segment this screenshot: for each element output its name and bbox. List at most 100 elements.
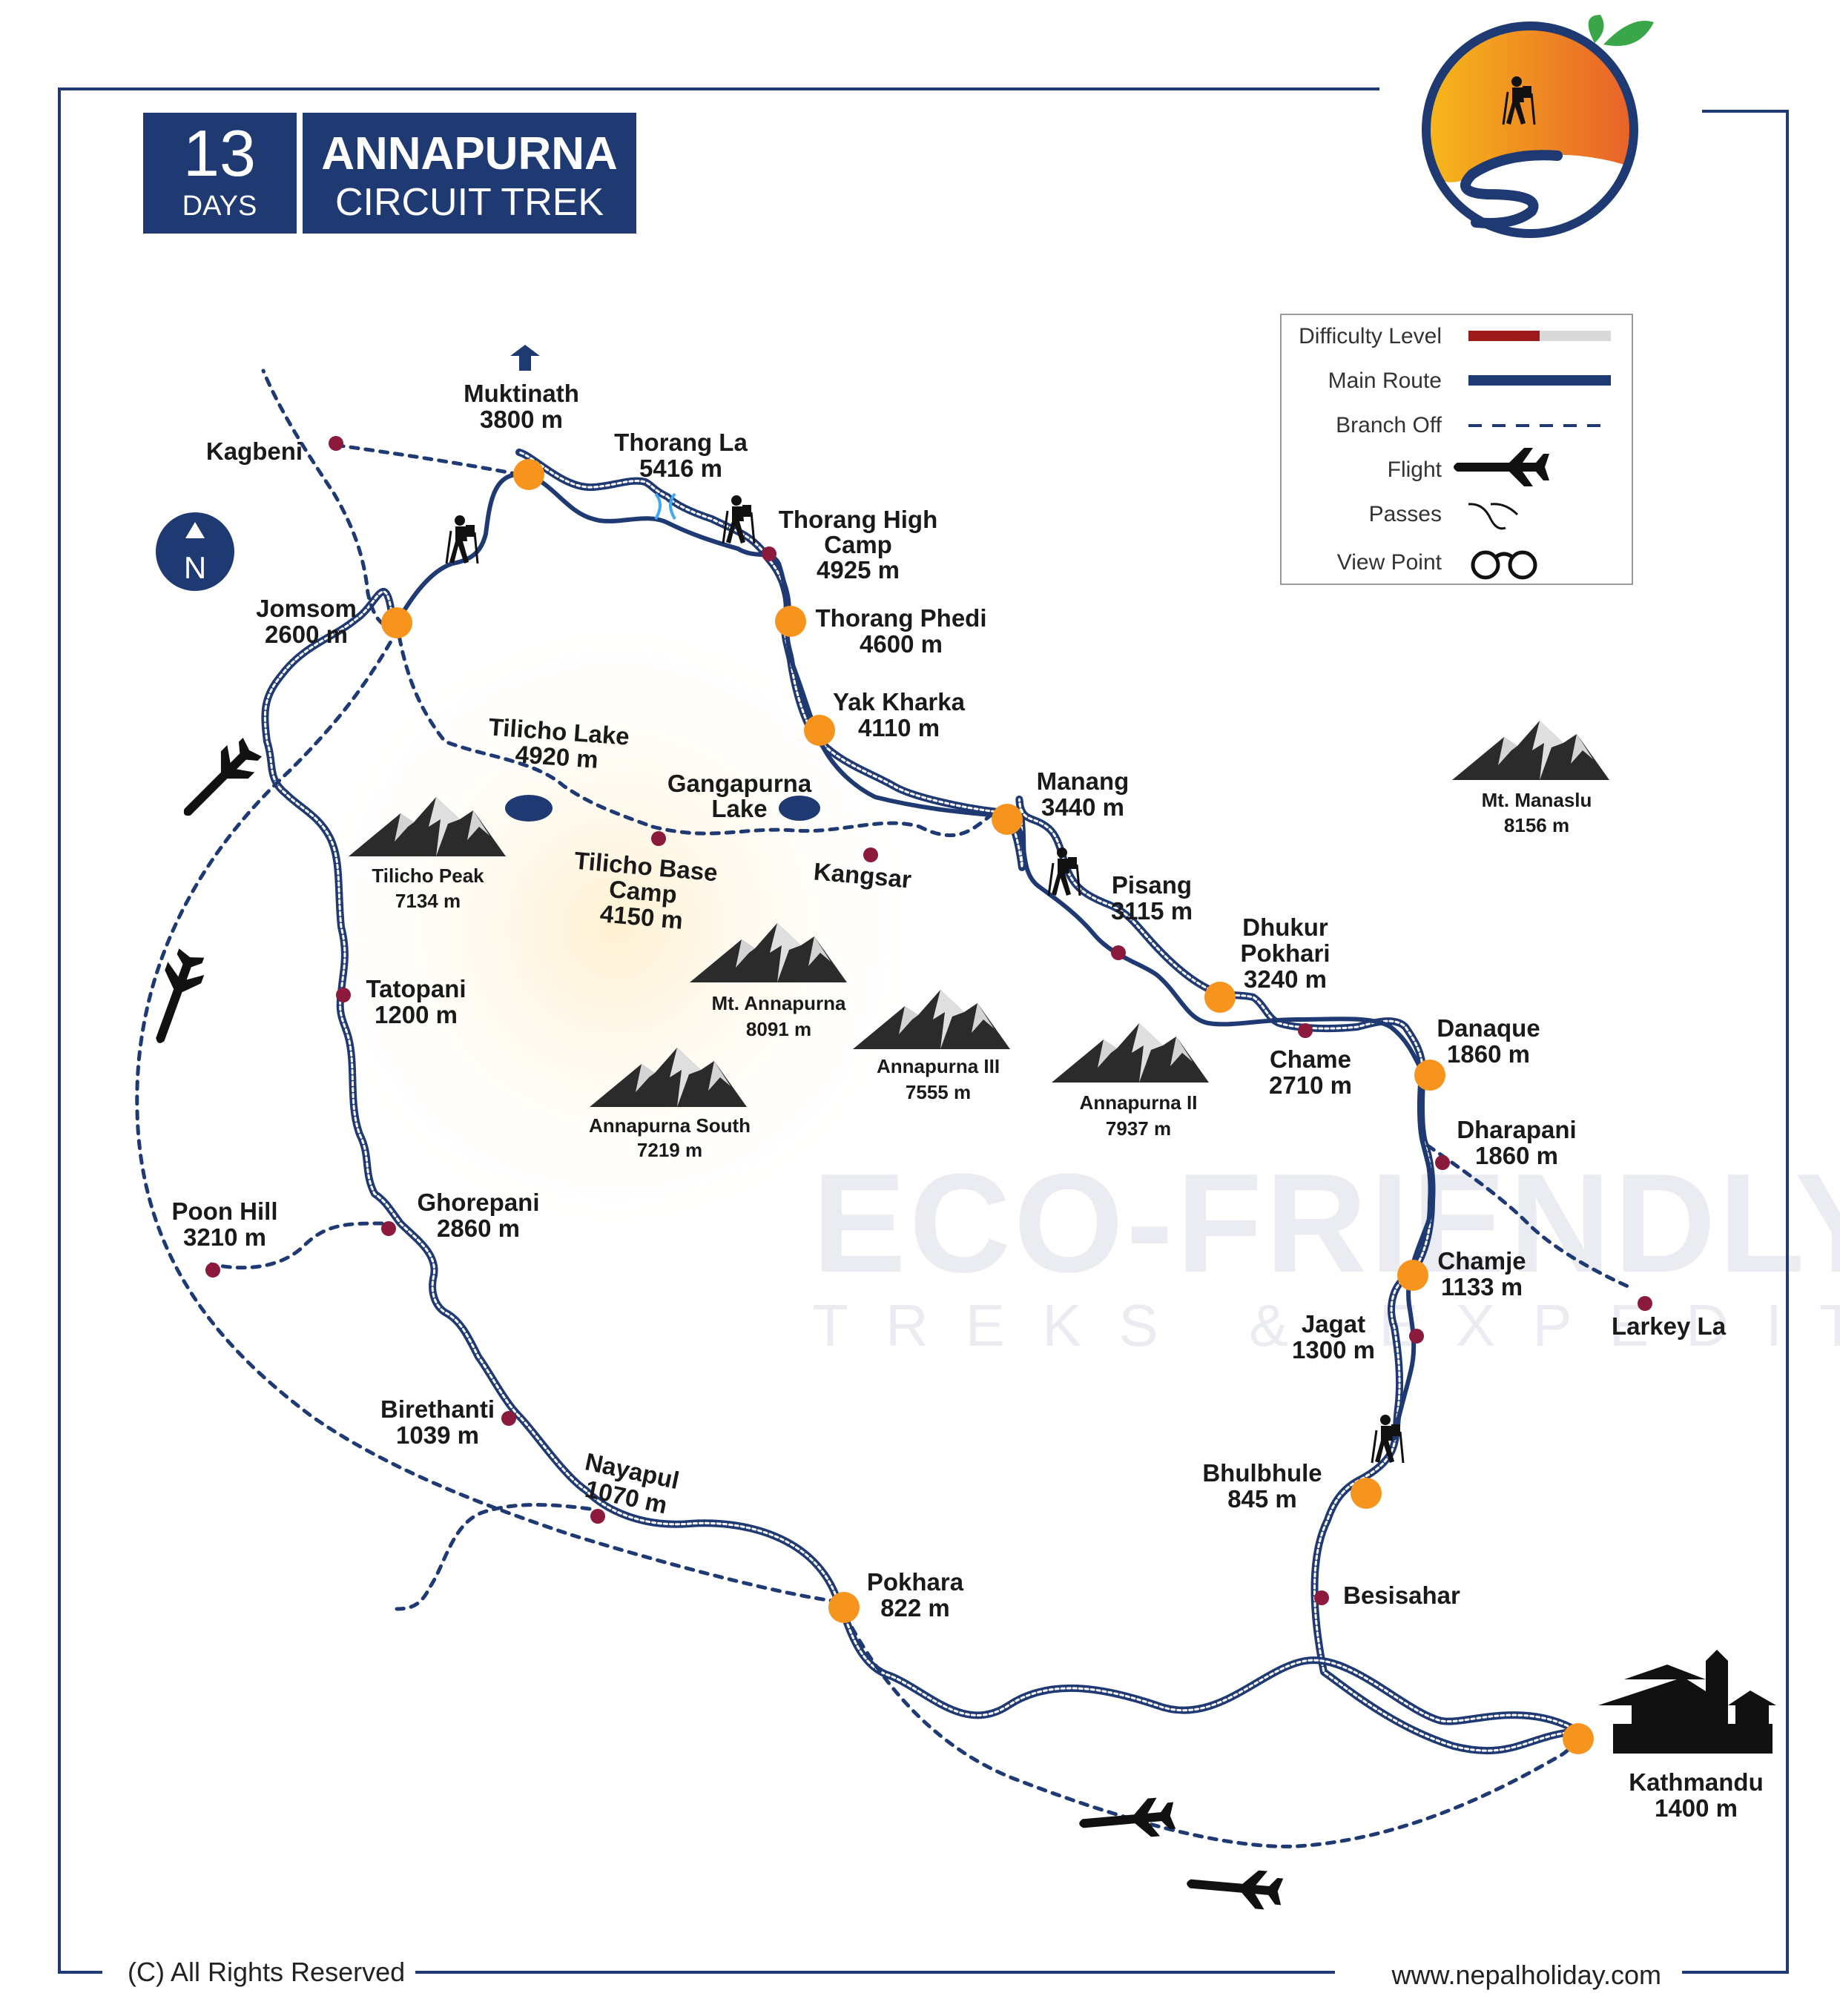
days-label: DAYS bbox=[182, 191, 257, 222]
label-kathmandu-name: Kathmandu bbox=[1629, 1768, 1764, 1796]
label-dharapani-alt: 1860 m bbox=[1475, 1142, 1558, 1169]
kathmandu-temple-icon bbox=[1598, 1650, 1776, 1754]
company-logo bbox=[1422, 15, 1654, 238]
stop-danaque bbox=[1414, 1060, 1445, 1091]
stop-tatopani bbox=[336, 988, 351, 1002]
label-tilicho-base-2: Camp bbox=[608, 875, 679, 908]
label-annapurna-name: Mt. Annapurna bbox=[711, 992, 846, 1014]
label-danaque-name: Danaque bbox=[1437, 1014, 1540, 1042]
label-pokhara-alt: 822 m bbox=[880, 1594, 950, 1622]
label-muktinath-alt: 3800 m bbox=[480, 406, 563, 433]
gangapurna-lake-marker bbox=[779, 796, 820, 821]
label-yak-kharka-name: Yak Kharka bbox=[833, 688, 966, 715]
tilicho-lake-marker bbox=[505, 795, 553, 822]
days-number: 13 bbox=[183, 116, 256, 190]
legend-flight: Flight bbox=[1388, 457, 1442, 482]
stop-birethanti bbox=[501, 1411, 516, 1426]
label-chamje-name: Chamje bbox=[1437, 1247, 1526, 1275]
label-jomsom-alt: 2600 m bbox=[265, 621, 348, 648]
label-kathmandu-alt: 1400 m bbox=[1655, 1794, 1738, 1822]
label-yak-kharka-alt: 4110 m bbox=[858, 714, 940, 741]
stop-chame bbox=[1298, 1023, 1313, 1038]
label-dharapani-name: Dharapani bbox=[1457, 1116, 1576, 1143]
label-dhukur-2: Pokhari bbox=[1240, 939, 1330, 967]
label-bhulbhule-alt: 845 m bbox=[1227, 1485, 1297, 1513]
title-line2: CIRCUIT TREK bbox=[335, 181, 604, 224]
label-danaque-alt: 1860 m bbox=[1447, 1040, 1530, 1068]
label-thorang-la-name: Thorang La bbox=[614, 429, 748, 456]
label-chame-alt: 2710 m bbox=[1269, 1071, 1352, 1099]
legend-main-route: Main Route bbox=[1328, 369, 1442, 393]
label-dhukur-3: 3240 m bbox=[1244, 965, 1327, 993]
label-bhulbhule-name: Bhulbhule bbox=[1202, 1459, 1322, 1487]
stop-bhulbhule bbox=[1351, 1478, 1382, 1509]
stop-kangsar bbox=[863, 847, 878, 862]
label-gangapurna-1: Gangapurna bbox=[667, 770, 812, 797]
stop-nayapul bbox=[590, 1509, 605, 1524]
label-manaslu-alt: 8156 m bbox=[1504, 814, 1569, 836]
label-gangapurna-2: Lake bbox=[711, 795, 767, 822]
label-tilicho-peak-name: Tilicho Peak bbox=[372, 865, 484, 887]
compass-badge: N bbox=[156, 512, 234, 591]
mountain-manaslu bbox=[1452, 721, 1609, 780]
legend-branch-off: Branch Off bbox=[1336, 413, 1442, 437]
muktinath-arrow-icon bbox=[510, 345, 540, 371]
label-chamje-alt: 1133 m bbox=[1441, 1273, 1523, 1301]
label-manang-alt: 3440 m bbox=[1041, 793, 1124, 821]
stop-chamje bbox=[1397, 1260, 1428, 1291]
watermark-line2: TREKS & EXPEDITION bbox=[812, 1292, 1840, 1358]
label-annapurna3-name: Annapurna III bbox=[877, 1055, 1000, 1077]
days-box bbox=[143, 113, 297, 234]
label-pokhara-name: Pokhara bbox=[867, 1568, 964, 1596]
stop-tilicho-base bbox=[651, 831, 666, 846]
binoculars-icon bbox=[1471, 550, 1537, 580]
branch-routes bbox=[135, 369, 1630, 1848]
label-annapurna2-alt: 7937 m bbox=[1106, 1117, 1171, 1140]
stop-dharapani bbox=[1435, 1155, 1450, 1170]
label-pisang-name: Pisang bbox=[1112, 871, 1192, 899]
label-annapurna3-alt: 7555 m bbox=[906, 1081, 971, 1103]
orange-stops bbox=[381, 459, 1594, 1754]
label-annapurna-alt: 8091 m bbox=[746, 1018, 811, 1040]
mountain-labels: Mt. Manaslu 8156 m Tilicho Peak 7134 m M… bbox=[372, 789, 1592, 1161]
watermark-line1: ECO-FRIENDLY bbox=[812, 1145, 1840, 1302]
stop-manang bbox=[992, 804, 1023, 835]
website-link[interactable]: www.nepalholiday.com bbox=[1391, 1960, 1661, 1990]
title-box bbox=[303, 113, 636, 234]
stop-larkey-la bbox=[1638, 1296, 1652, 1311]
main-route-dharapani bbox=[1392, 1065, 1435, 1441]
stop-muktinath bbox=[513, 459, 544, 490]
label-tatopani-name: Tatopani bbox=[366, 975, 466, 1002]
stop-pokhara bbox=[828, 1592, 860, 1623]
label-poon-hill-name: Poon Hill bbox=[172, 1197, 278, 1225]
label-tatopani-alt: 1200 m bbox=[375, 1001, 458, 1028]
flight-icon-4 bbox=[1184, 1864, 1284, 1911]
label-besisahar: Besisahar bbox=[1343, 1582, 1460, 1609]
stop-kathmandu bbox=[1563, 1723, 1594, 1754]
stop-besisahar bbox=[1314, 1590, 1329, 1605]
stop-thorang-high-camp bbox=[762, 546, 776, 561]
label-poon-hill-alt: 3210 m bbox=[183, 1223, 266, 1251]
label-ghorepani-alt: 2860 m bbox=[437, 1214, 520, 1242]
label-tilicho-peak-alt: 7134 m bbox=[395, 890, 461, 912]
stop-yak-kharka bbox=[804, 715, 835, 746]
flight-icon-1 bbox=[171, 733, 266, 829]
label-thorang-high-1: Thorang High bbox=[779, 506, 937, 533]
label-jagat-alt: 1300 m bbox=[1292, 1336, 1375, 1364]
label-thorang-high-2: Camp bbox=[824, 531, 892, 558]
stop-kagbeni bbox=[329, 436, 343, 451]
stop-jomsom bbox=[381, 607, 412, 638]
label-muktinath-name: Muktinath bbox=[464, 380, 579, 407]
label-birethanti-alt: 1039 m bbox=[396, 1421, 479, 1449]
stop-thorang-phedi bbox=[775, 606, 806, 637]
stop-pisang bbox=[1111, 945, 1126, 960]
label-chame-name: Chame bbox=[1270, 1045, 1351, 1073]
label-birethanti-name: Birethanti bbox=[380, 1395, 495, 1423]
stop-poon-hill bbox=[205, 1263, 220, 1278]
pass-icon-thorang-la bbox=[654, 492, 676, 520]
label-annapurna-south-name: Annapurna South bbox=[589, 1114, 751, 1137]
label-dhukur-1: Dhukur bbox=[1242, 913, 1328, 941]
copyright: (C) All Rights Reserved bbox=[128, 1957, 405, 1987]
flight-icon-3 bbox=[1077, 1796, 1176, 1843]
label-annapurna2-name: Annapurna II bbox=[1080, 1091, 1198, 1114]
